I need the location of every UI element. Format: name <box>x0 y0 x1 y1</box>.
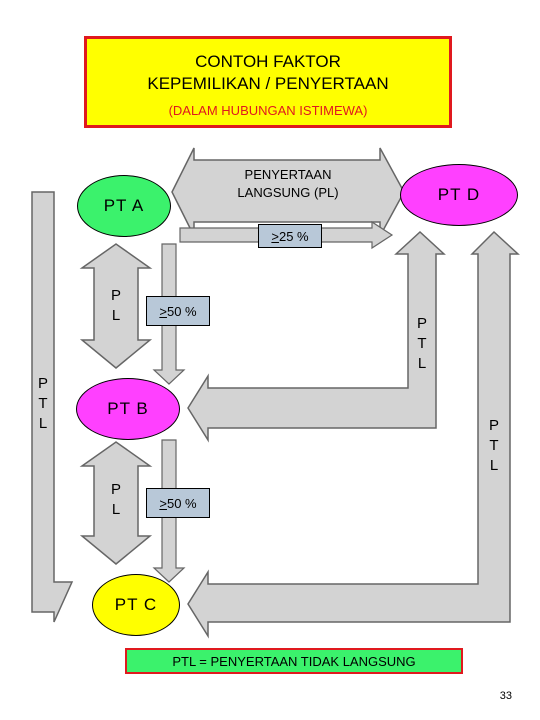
pl-label-a-b: P L <box>110 287 121 324</box>
percent-box-a-b: > 50 % <box>146 296 210 326</box>
title-subtitle: (DALAM HUBUNGAN ISTIMEWA) <box>168 103 368 118</box>
percent-box-b-c: > 50 % <box>146 488 210 518</box>
percent-value-a-d: 25 % <box>278 228 309 244</box>
title-line2: KEPEMILIKAN / PENYERTAAN <box>147 74 389 93</box>
pl-label-b-c: P L <box>110 481 121 518</box>
node-pt-b: PT B <box>76 378 180 440</box>
pl-double-arrow-a-b <box>79 243 153 369</box>
title-text: CONTOH FAKTOR KEPEMILIKAN / PENYERTAAN <box>87 51 449 95</box>
pl-top-label-line2: LANGSUNG (PL) <box>237 185 339 200</box>
node-pt-b-label: PT B <box>107 399 149 418</box>
legend-text: PTL = PENYERTAAN TIDAK LANGSUNG <box>172 653 416 669</box>
percent-value-b-c: 50 % <box>166 495 197 511</box>
percent-symbol-a-b: > <box>159 303 167 319</box>
node-pt-d: PT D <box>400 164 518 226</box>
node-pt-d-label: PT D <box>437 185 481 204</box>
ptl-label-left: P T L <box>37 375 48 432</box>
ptl-arrow-left <box>31 191 74 623</box>
node-pt-c: PT C <box>92 574 180 636</box>
legend-box: PTL = PENYERTAAN TIDAK LANGSUNG <box>125 648 463 674</box>
pl-double-arrow-b-c <box>79 441 153 565</box>
percent-box-a-d: > 25 % <box>258 224 322 248</box>
node-pt-a: PT A <box>77 175 171 237</box>
ptl-arrow-d-to-c <box>187 230 520 639</box>
pl-top-label: PENYERTAAN LANGSUNG (PL) <box>196 166 380 202</box>
percent-value-a-b: 50 % <box>166 303 197 319</box>
node-pt-c-label: PT C <box>114 595 158 614</box>
node-pt-a-label: PT A <box>103 196 145 215</box>
ptl-label-d-b: P T L <box>416 315 427 372</box>
ptl-label-d-c: P T L <box>488 417 499 474</box>
title-box: CONTOH FAKTOR KEPEMILIKAN / PENYERTAAN (… <box>84 36 452 128</box>
pl-top-label-line1: PENYERTAAN <box>244 167 332 182</box>
percent-symbol-b-c: > <box>159 495 167 511</box>
percent-symbol-a-d: > <box>271 228 279 244</box>
ptl-arrow-d-to-b <box>187 230 446 443</box>
title-line1: CONTOH FAKTOR <box>195 52 341 71</box>
page-number: 33 <box>499 690 512 702</box>
